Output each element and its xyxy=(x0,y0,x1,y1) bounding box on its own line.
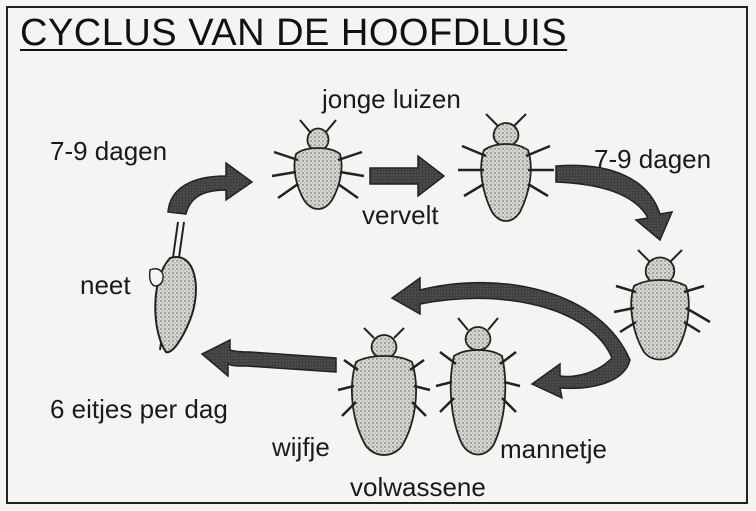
louse-nymph-large-icon xyxy=(613,249,711,361)
label-adult: volwassene xyxy=(350,472,486,502)
label-male: mannetje xyxy=(500,434,607,464)
arrow-to-adults xyxy=(390,276,631,400)
label-molts: vervelt xyxy=(362,200,439,230)
arrow-adult-to-nit xyxy=(200,338,337,378)
arrow-nymph-to-large-nymph xyxy=(555,164,674,242)
label-days-right: 7-9 dagen xyxy=(594,144,712,174)
label-eggs-per-day: 6 eitjes per dag xyxy=(50,394,228,424)
diagram-frame xyxy=(6,6,748,504)
louse-male-icon xyxy=(435,317,521,456)
label-nit: neet xyxy=(80,270,131,300)
louse-nymph-icon xyxy=(458,113,554,222)
louse-female-icon xyxy=(337,327,431,456)
louse-nymph-small-icon xyxy=(271,119,365,210)
nit-icon xyxy=(148,221,197,354)
diagram-title: CYCLUS VAN DE HOOFDLUIS xyxy=(20,12,568,54)
arrow-molt xyxy=(369,154,446,198)
label-female: wijfje xyxy=(272,432,330,462)
label-days-left: 7-9 dagen xyxy=(50,136,168,166)
label-young-lice: jonge luizen xyxy=(322,84,461,114)
arrow-nit-to-nymph xyxy=(167,161,254,215)
